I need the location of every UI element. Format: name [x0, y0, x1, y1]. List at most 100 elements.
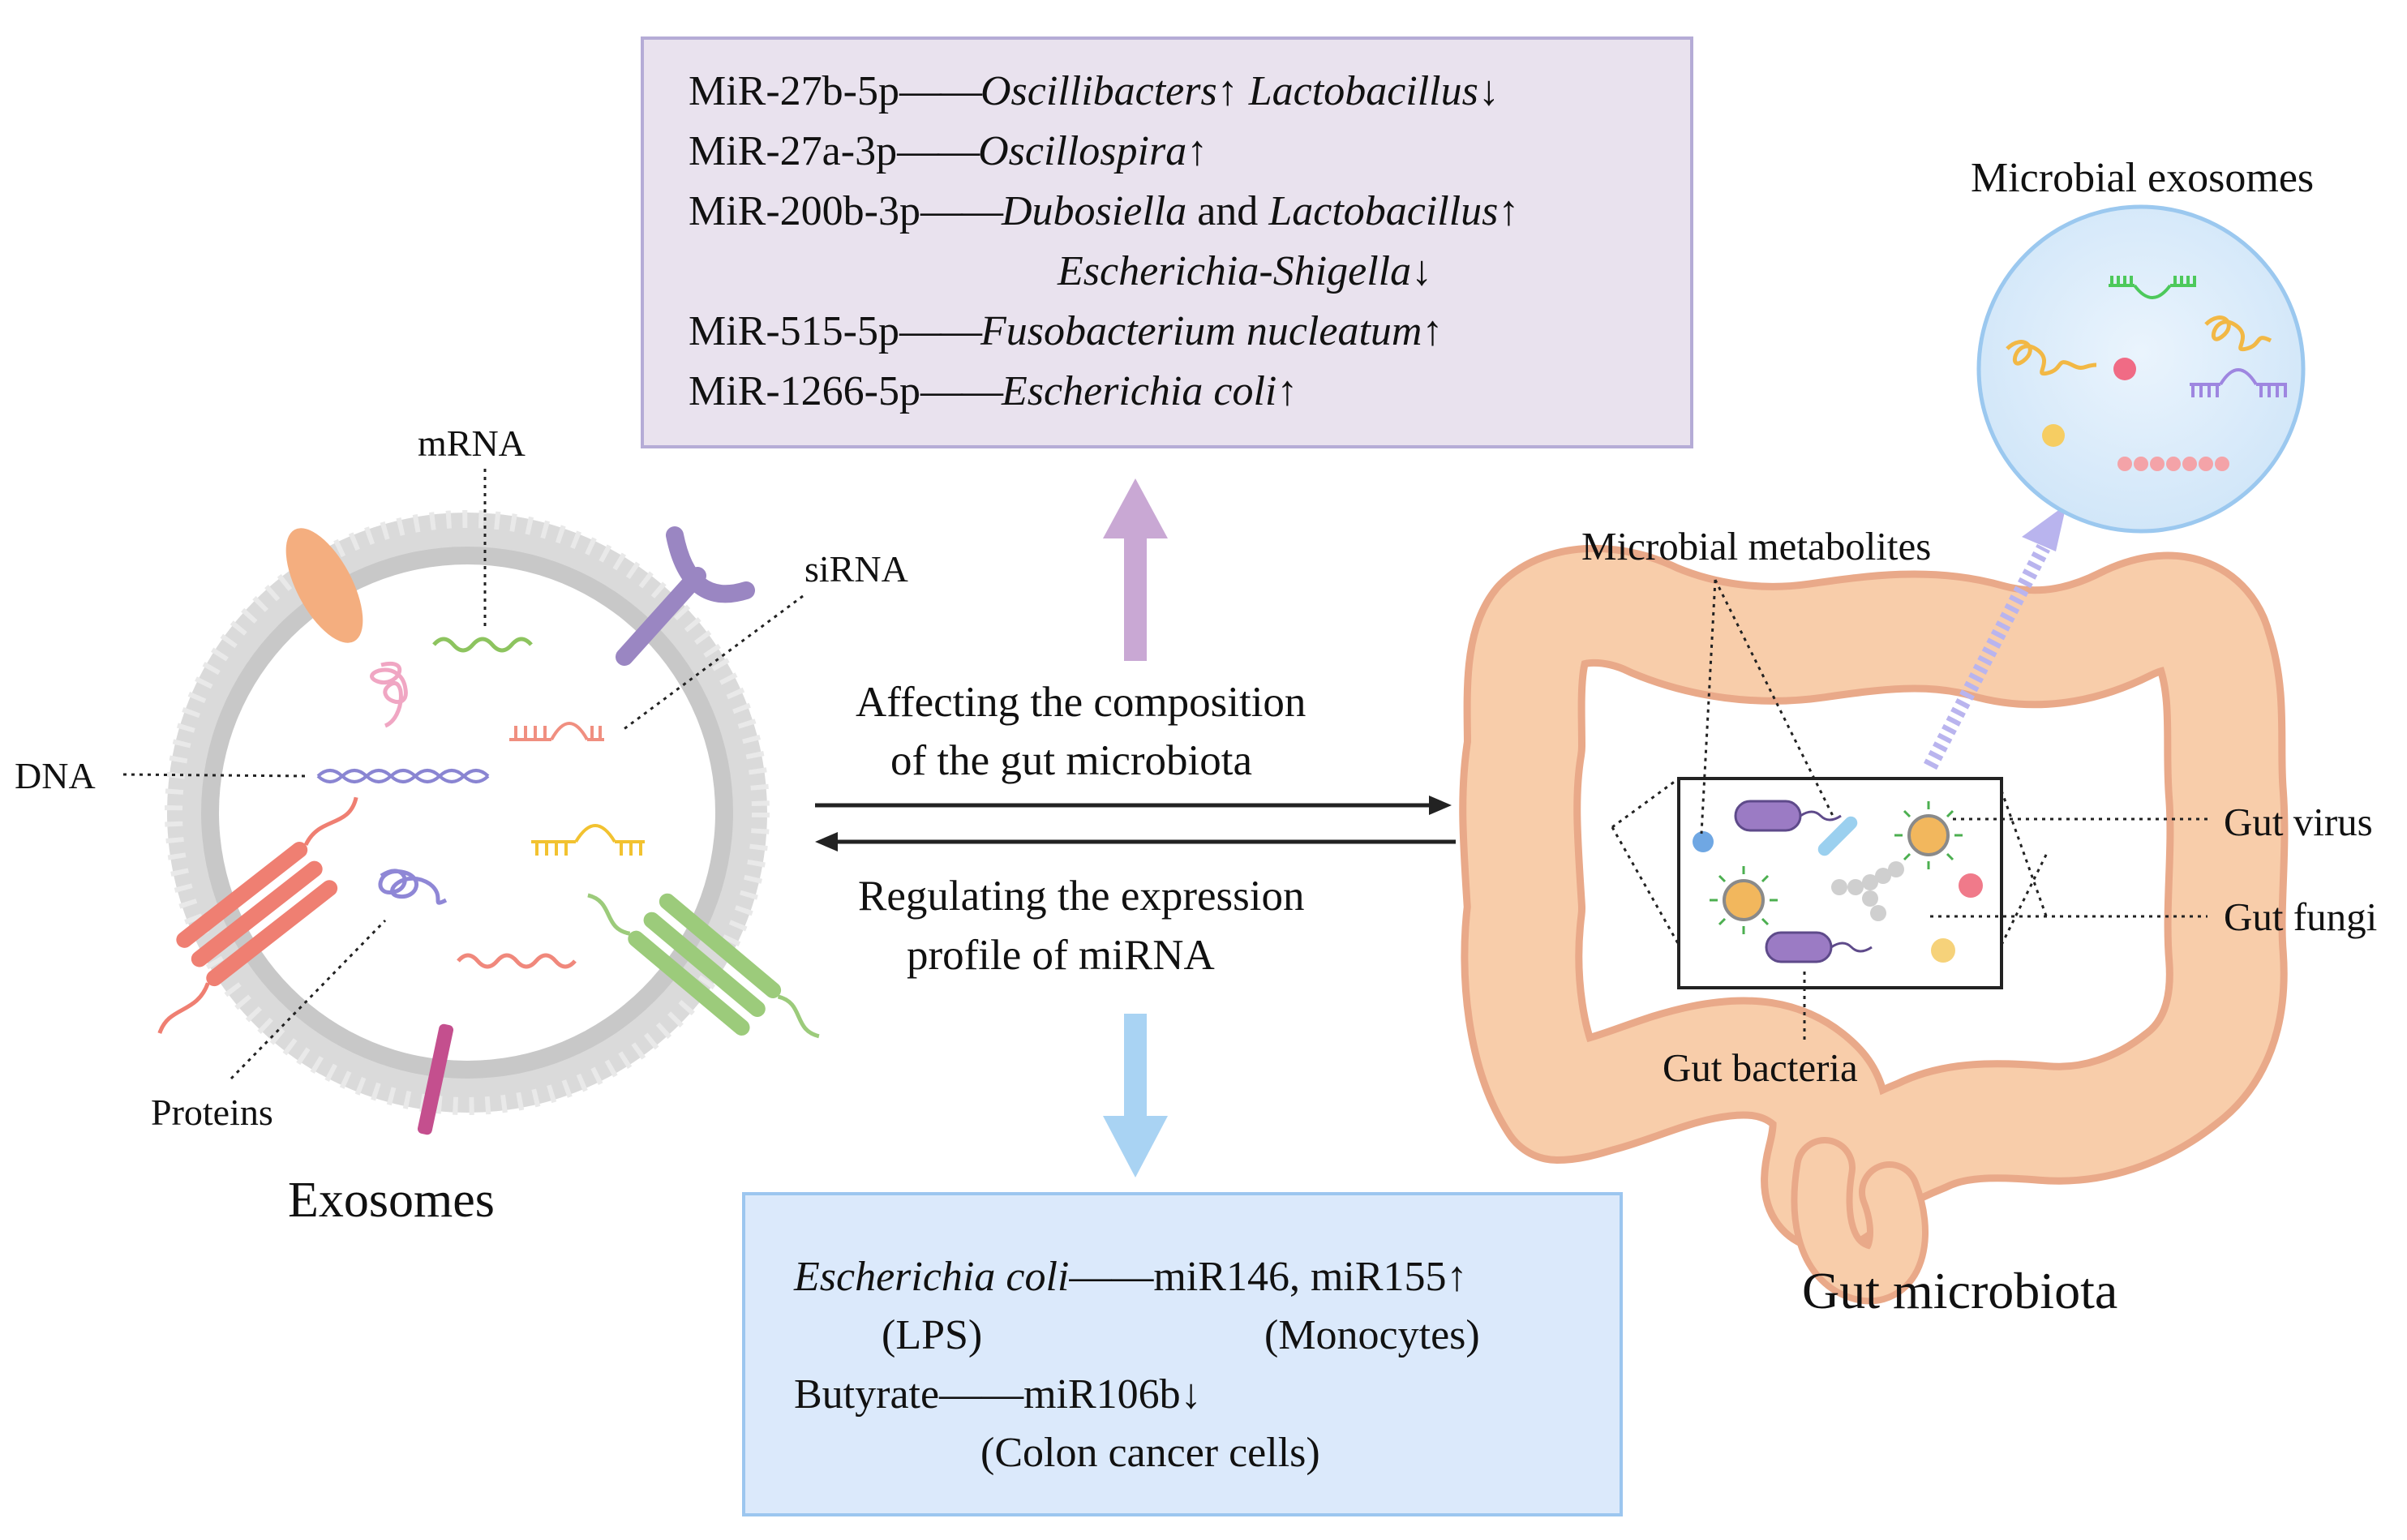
metabolite-dot-pink-icon [1959, 873, 1983, 898]
lps-label: (LPS) [882, 1312, 983, 1358]
release-arrow [1924, 504, 2066, 770]
down-arrow [1103, 1014, 1168, 1178]
colon-cancer-cells-label: (Colon cancer cells) [980, 1430, 1320, 1476]
dash: —— [899, 68, 982, 114]
metabolite-dot-yellow-icon [1931, 938, 1955, 963]
bacterium-icon [1734, 800, 1842, 832]
mrna-label: mRNA [418, 423, 526, 464]
mirna-row: MiR-200b-3p——Dubosiella and Lactobacillu… [689, 191, 1519, 233]
mirna-row: MiR-1266-5p——Escherichia coli↑ [689, 371, 1298, 413]
effect-text: and [1186, 188, 1269, 234]
backward-arrow-label-1: Regulating the expression [858, 873, 1305, 920]
effect-text: ↑ [1186, 128, 1208, 174]
exosome-leader-lines [122, 469, 804, 1080]
yellow-coil-icon [2006, 340, 2097, 376]
magenta-membrane-protein-icon [417, 1023, 454, 1135]
pink-dot-icon [2113, 358, 2136, 380]
microbial-metabolites-label: Microbial metabolites [1581, 524, 1932, 568]
colon [1459, 544, 2289, 1305]
bacterium-icon-2 [1765, 931, 1873, 963]
red-transmembrane-protein-icon [157, 796, 358, 1034]
yellow-rna-hairpin-icon [531, 824, 645, 856]
dna-label: DNA [15, 755, 96, 796]
dash: —— [939, 1371, 1024, 1418]
mirna-effects-box: MiR-27b-5p——Oscillibacters↑ Lactobacillu… [641, 36, 1693, 448]
coiled-rna-icon [370, 661, 408, 728]
forward-arrow-label-2: of the gut microbiota [890, 737, 1252, 784]
microbiota-zoom-box [1611, 777, 2049, 989]
bottom-line-1: Escherichia coli——miR146, miR155↑ [794, 1256, 1468, 1298]
taxon-name: Oscillospira [978, 128, 1187, 174]
gut-fungi-label: Gut fungi [2224, 894, 2378, 939]
orange-membrane-protein-icon [285, 528, 363, 643]
green-rna-icon [2109, 276, 2196, 299]
taxon-name: Lactobacillus [1248, 68, 1478, 114]
effect-text: ↑ [1216, 68, 1249, 114]
metabolite-dot-icon [1693, 831, 1714, 852]
protein-coil-icon [378, 869, 448, 905]
backward-arrow-label-2: profile of miRNA [907, 932, 1215, 979]
taxon-name: Oscillibacters [980, 68, 1217, 114]
red-rna-icon [457, 953, 577, 969]
dash: —— [897, 128, 980, 174]
mirna-row: MiR-27b-5p——Oscillibacters↑ Lactobacillu… [689, 71, 1500, 113]
mirna-row: Escherichia-Shigella↓ [1058, 251, 1432, 293]
taxon-name: Dubosiella [1002, 188, 1187, 234]
proteins-label: Proteins [151, 1092, 273, 1133]
fungi-icon [1831, 861, 1904, 921]
up-arrow [1103, 478, 1168, 661]
mirna-name: MiR-1266-5p [689, 368, 920, 414]
mirna-row: MiR-27a-3p——Oscillospira↑ [689, 131, 1208, 173]
virus-icon-2 [1710, 866, 1778, 934]
yellow-coil-icon-2 [2204, 315, 2272, 352]
butyrate-label: Butyrate [794, 1371, 940, 1418]
exosome [157, 510, 820, 1135]
sirna-icon [509, 722, 604, 741]
dash: —— [1069, 1254, 1154, 1300]
gut-leader-lines [1700, 579, 2207, 1042]
forward-arrow-label-1: Affecting the composition [856, 679, 1306, 726]
effect-text: ↓ [1411, 248, 1433, 294]
taxon-name: Escherichia-Shigella [1058, 248, 1412, 294]
purple-rna-icon [2190, 368, 2287, 397]
virus-icon [1894, 801, 1963, 869]
bottom-line-3: Butyrate——miR106b↓ [794, 1374, 1202, 1416]
y-receptor-icon [616, 526, 755, 666]
mirna-name: MiR-27b-5p [689, 68, 899, 114]
effect-text: ↑ [1498, 188, 1520, 234]
taxon-name: Lactobacillus [1268, 188, 1499, 234]
microbiota-effects-box: Escherichia coli——miR146, miR155↑ (LPS) … [742, 1192, 1623, 1516]
gut-microbiota-title: Gut microbiota [1802, 1262, 2118, 1319]
gut-bacteria-label: Gut bacteria [1663, 1045, 1858, 1090]
monocytes-label: (Monocytes) [1264, 1312, 1480, 1358]
dash: —— [920, 368, 1003, 414]
mirna-row: MiR-515-5p——Fusobacterium nucleatum↑ [689, 311, 1443, 353]
effect-text: ↑ [1276, 368, 1298, 414]
yellow-dot-icon [2042, 424, 2065, 447]
gut-virus-label: Gut virus [2224, 800, 2373, 844]
microbial-exosomes-label: Microbial exosomes [1971, 155, 2315, 201]
exosome-lipid-beads [165, 510, 770, 1115]
microbial-exosome [1976, 204, 2306, 534]
mirna-name: MiR-200b-3p [689, 188, 920, 234]
effect-text: ↓ [1478, 68, 1500, 114]
target-label: miR146, miR155↑ [1153, 1254, 1468, 1300]
taxon-name: Escherichia coli [1002, 368, 1277, 414]
dash: —— [920, 188, 1003, 234]
sirna-label: siRNA [804, 548, 908, 590]
mrna-icon [432, 637, 533, 653]
effect-text: ↑ [1422, 308, 1444, 354]
taxon-name: Fusobacterium nucleatum [980, 308, 1422, 354]
exosome-lumen [219, 564, 715, 1061]
rod-bacterium-icon [1817, 816, 1858, 856]
target-label: miR106b↓ [1023, 1371, 1202, 1418]
pink-bead-chain-icon [2117, 457, 2229, 471]
green-transmembrane-protein-icon [587, 893, 820, 1039]
mirna-name: MiR-515-5p [689, 308, 899, 354]
dash: —— [899, 308, 982, 354]
mirna-name: MiR-27a-3p [689, 128, 898, 174]
exosomes-title: Exosomes [288, 1173, 495, 1228]
species-label: Escherichia coli [794, 1254, 1070, 1300]
dna-icon [316, 769, 490, 783]
